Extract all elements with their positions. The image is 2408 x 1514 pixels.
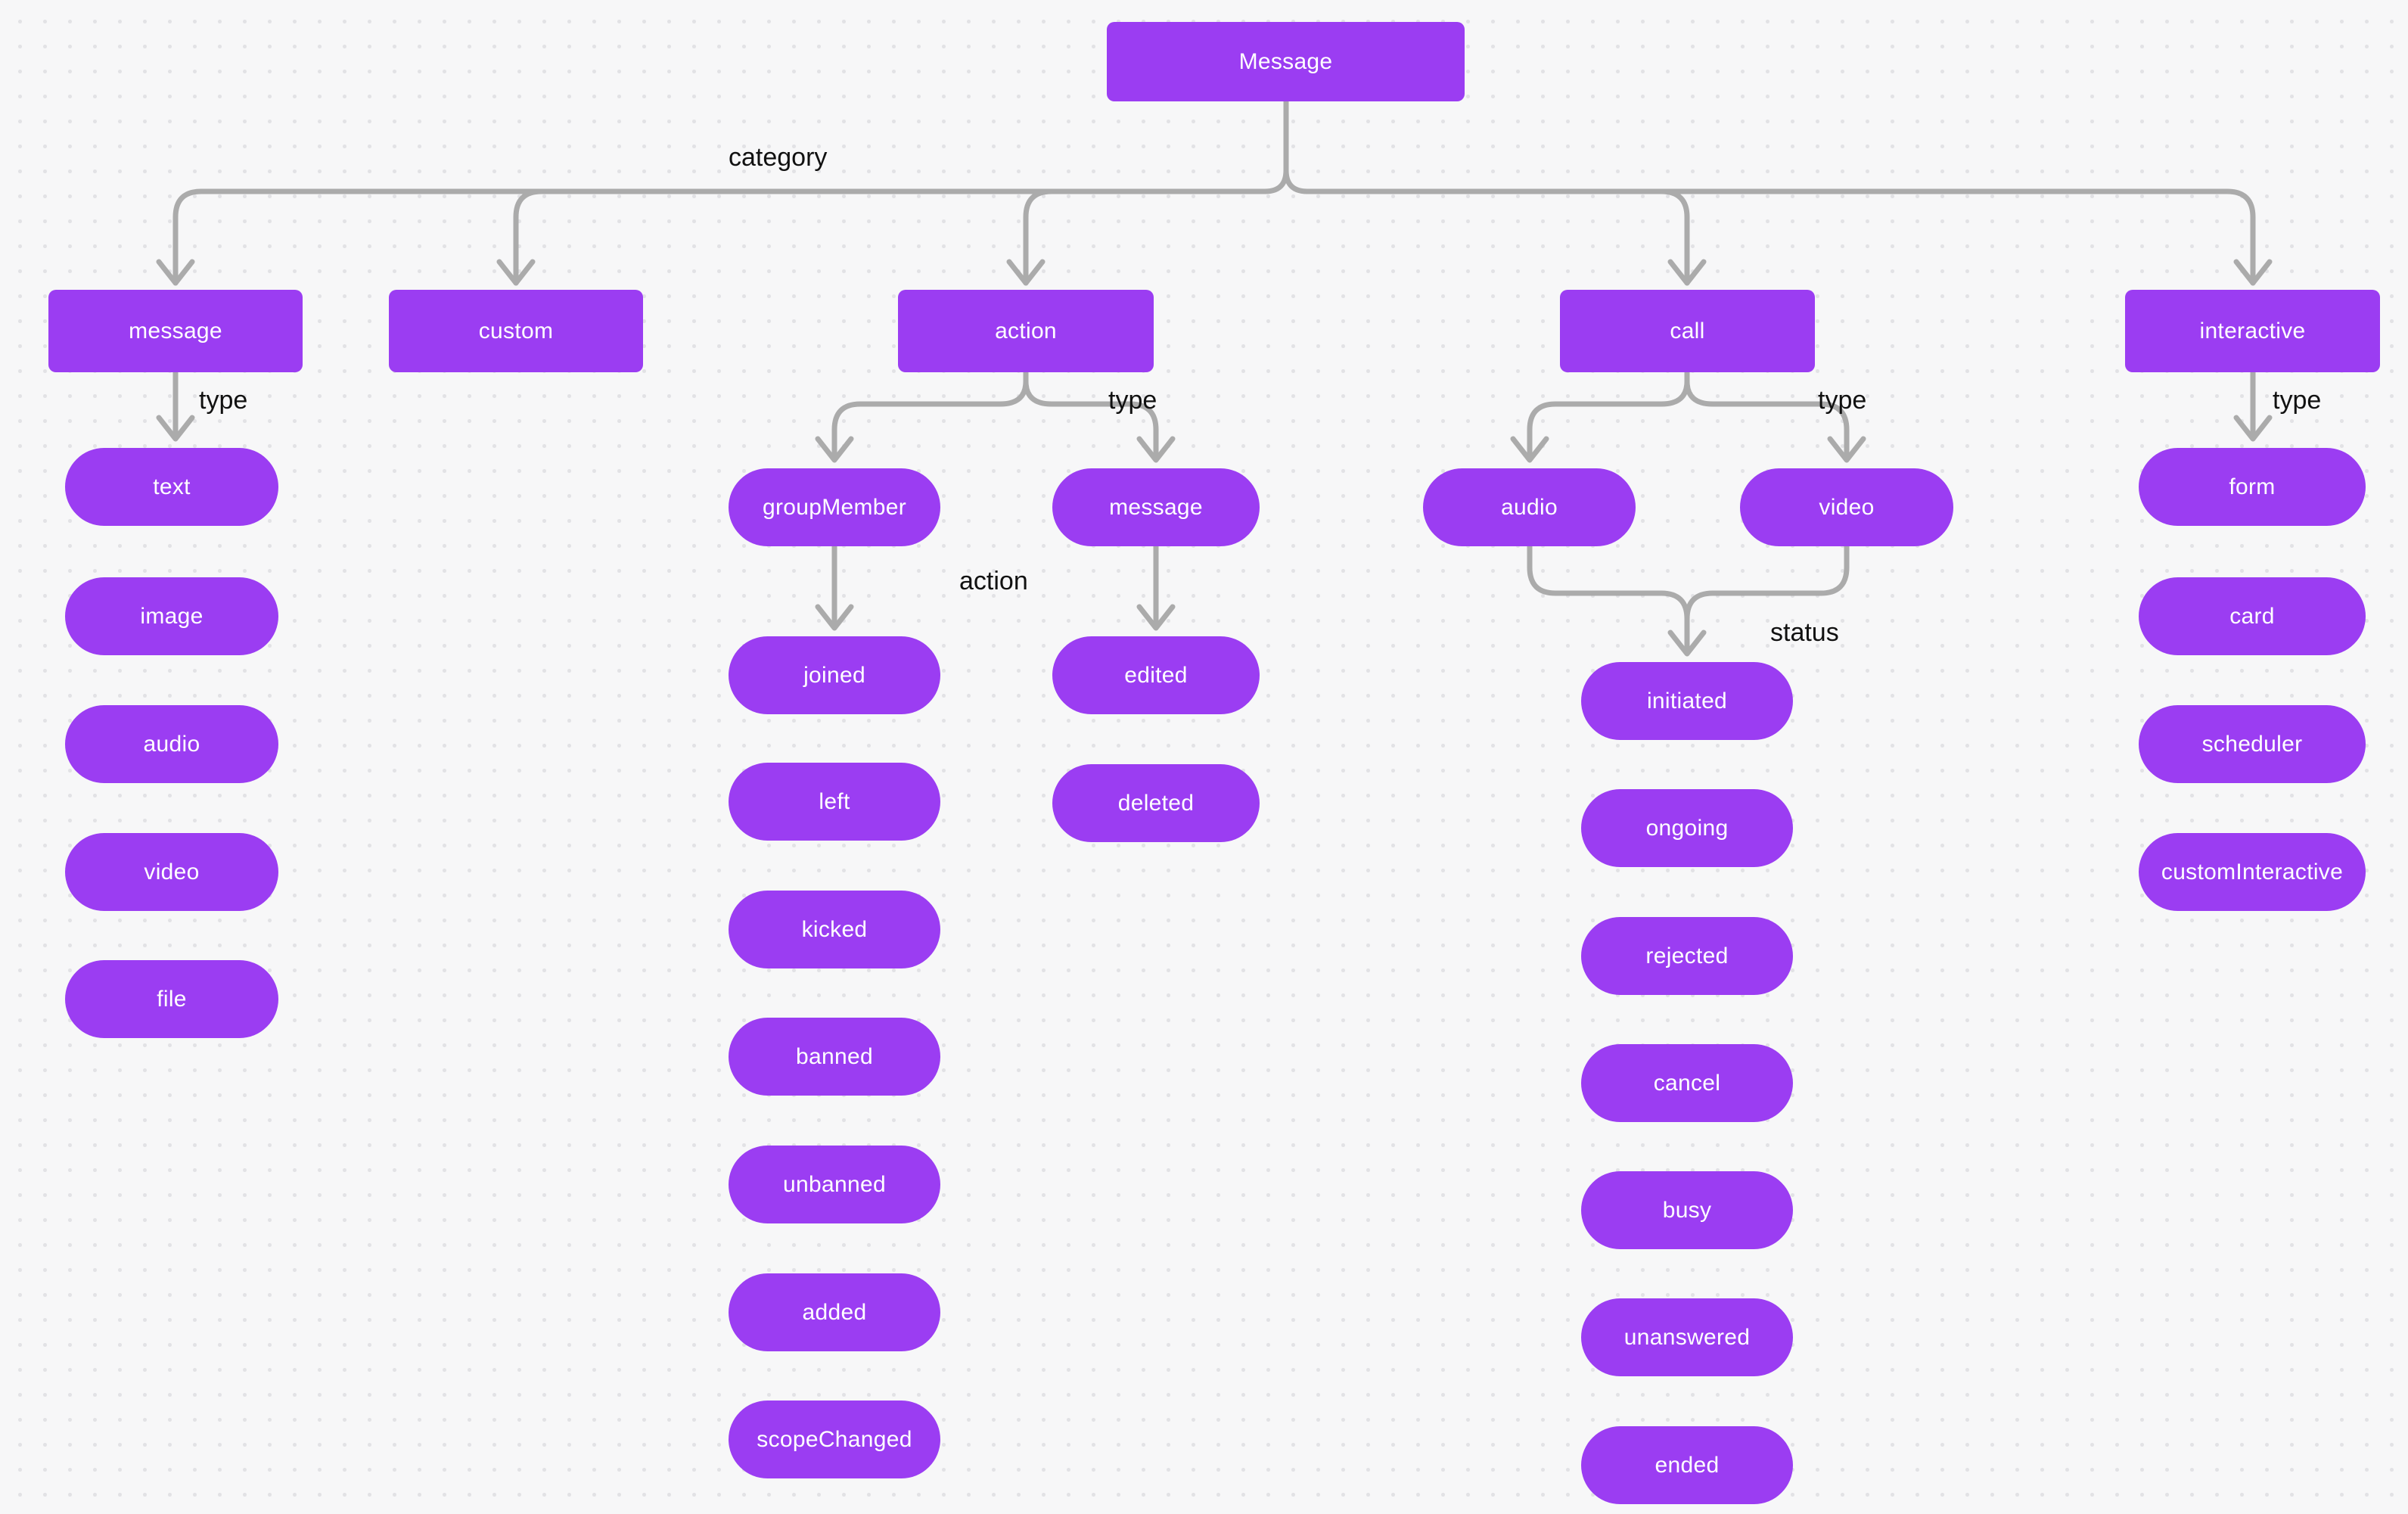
arrowhead-form bbox=[2233, 415, 2273, 442]
node-groupmember-left[interactable]: left bbox=[729, 763, 940, 841]
connector-action-split-left bbox=[831, 369, 1029, 462]
node-groupmember-joined[interactable]: joined bbox=[729, 636, 940, 714]
arrowhead-action-message bbox=[1136, 436, 1176, 463]
node-category-call[interactable]: call bbox=[1560, 290, 1815, 372]
arrowhead-action bbox=[1006, 259, 1046, 286]
edge-label-category: category bbox=[729, 143, 828, 172]
edge-label-call-type: type bbox=[1818, 386, 1867, 415]
node-message-type-video[interactable]: video bbox=[65, 833, 278, 911]
node-category-message[interactable]: message bbox=[48, 290, 303, 372]
node-status-unanswered[interactable]: unanswered bbox=[1581, 1298, 1793, 1376]
node-groupmember-banned[interactable]: banned bbox=[729, 1018, 940, 1096]
arrowhead-custom bbox=[496, 259, 536, 286]
node-status-ended[interactable]: ended bbox=[1581, 1426, 1793, 1504]
arrowhead-joined bbox=[815, 604, 854, 631]
node-action-groupmember[interactable]: groupMember bbox=[729, 468, 940, 546]
node-interactive-form[interactable]: form bbox=[2139, 448, 2366, 526]
arrowhead-initiated bbox=[1667, 630, 1707, 657]
arrowhead-video bbox=[1827, 436, 1866, 463]
node-status-ongoing[interactable]: ongoing bbox=[1581, 789, 1793, 867]
connector-root-trunk-right bbox=[1283, 167, 2256, 286]
node-groupmember-added[interactable]: added bbox=[729, 1273, 940, 1351]
node-status-cancel[interactable]: cancel bbox=[1581, 1044, 1793, 1122]
node-groupmember-kicked[interactable]: kicked bbox=[729, 891, 940, 968]
connector-call-split-left bbox=[1527, 369, 1690, 462]
node-category-interactive[interactable]: interactive bbox=[2125, 290, 2380, 372]
connector-drop-custom bbox=[513, 188, 545, 286]
node-message-root[interactable]: Message bbox=[1107, 22, 1465, 101]
arrowhead-interactive bbox=[2233, 259, 2273, 286]
arrowhead-audio bbox=[1510, 436, 1549, 463]
edge-label-call-status: status bbox=[1770, 618, 1839, 647]
connector-call-merge-left bbox=[1527, 543, 1690, 655]
edge-label-interactive-type: type bbox=[2273, 386, 2322, 415]
node-actionmessage-deleted[interactable]: deleted bbox=[1052, 764, 1260, 842]
node-groupmember-scopechanged[interactable]: scopeChanged bbox=[729, 1401, 940, 1478]
node-action-message[interactable]: message bbox=[1052, 468, 1260, 546]
arrowhead-groupmember bbox=[815, 436, 854, 463]
node-interactive-custominteractive[interactable]: customInteractive bbox=[2139, 833, 2366, 911]
node-groupmember-unbanned[interactable]: unbanned bbox=[729, 1146, 940, 1223]
connector-drop-action bbox=[1023, 188, 1055, 286]
edge-label-action-type: type bbox=[1108, 386, 1157, 415]
node-status-initiated[interactable]: initiated bbox=[1581, 662, 1793, 740]
node-status-rejected[interactable]: rejected bbox=[1581, 917, 1793, 995]
node-status-busy[interactable]: busy bbox=[1581, 1171, 1793, 1249]
connector-root-trunk-left bbox=[172, 98, 1289, 286]
node-interactive-card[interactable]: card bbox=[2139, 577, 2366, 655]
node-category-custom[interactable]: custom bbox=[389, 290, 643, 372]
arrowhead-call bbox=[1667, 259, 1707, 286]
node-actionmessage-edited[interactable]: edited bbox=[1052, 636, 1260, 714]
node-message-type-image[interactable]: image bbox=[65, 577, 278, 655]
connector-call-merge-right bbox=[1684, 543, 1850, 622]
node-message-type-audio[interactable]: audio bbox=[65, 705, 278, 783]
connector-drop-call bbox=[1658, 188, 1690, 286]
edge-label-groupmember-action: action bbox=[959, 567, 1028, 595]
node-interactive-scheduler[interactable]: scheduler bbox=[2139, 705, 2366, 783]
node-call-video[interactable]: video bbox=[1740, 468, 1953, 546]
node-category-action[interactable]: action bbox=[898, 290, 1154, 372]
node-message-type-file[interactable]: file bbox=[65, 960, 278, 1038]
connector-action-split-right bbox=[1023, 378, 1159, 462]
edge-label-message-type: type bbox=[199, 386, 248, 415]
arrowhead-message bbox=[156, 259, 195, 286]
node-message-type-text[interactable]: text bbox=[65, 448, 278, 526]
arrowhead-edited bbox=[1136, 604, 1176, 631]
node-call-audio[interactable]: audio bbox=[1423, 468, 1636, 546]
arrowhead-text bbox=[156, 415, 195, 442]
connector-call-split-right bbox=[1684, 378, 1850, 462]
